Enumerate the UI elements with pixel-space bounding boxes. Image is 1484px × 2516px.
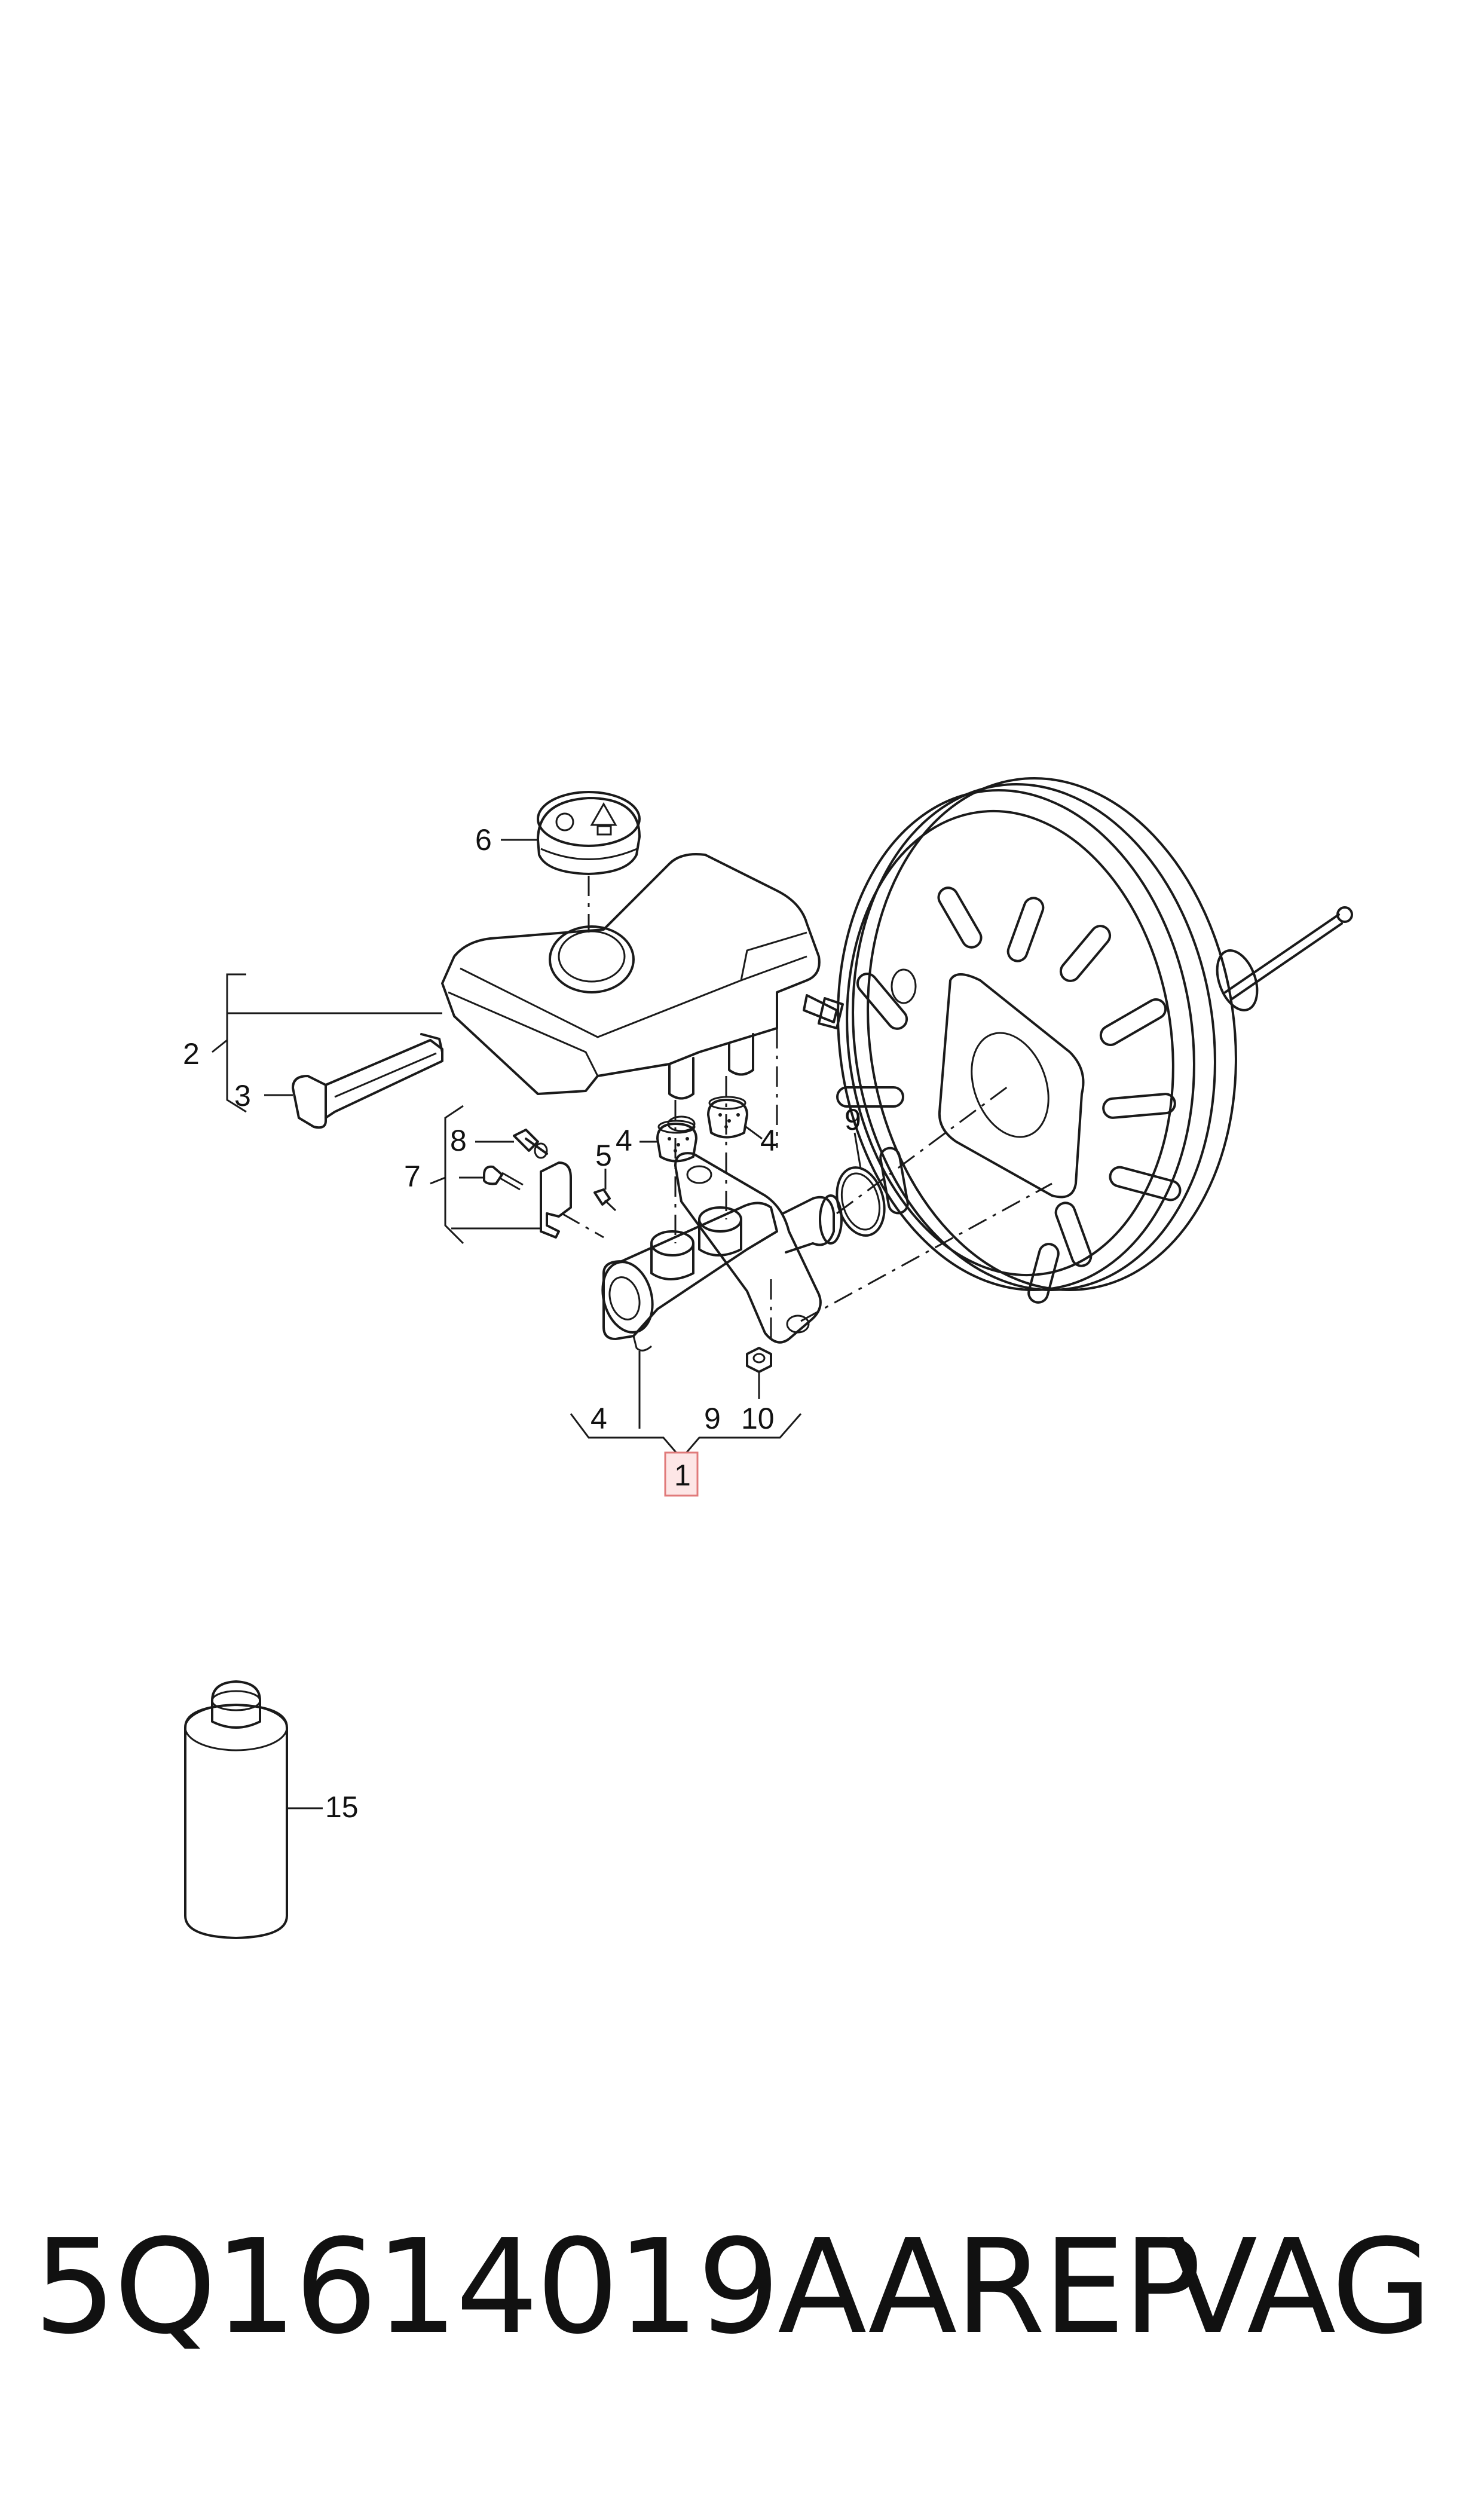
fluid-level-sensor [292,1033,443,1129]
bolt [483,1165,524,1191]
brake-fluid-icon [555,812,612,836]
callout-3[interactable]: 3 [234,1079,251,1112]
callout-2[interactable]: 2 [183,1037,200,1071]
brand-label: VAG [1168,2212,1432,2363]
callout-labels: 1 2 3 4 4 4 5 6 7 8 9 9 10 15 [183,823,861,1824]
reservoir-cap [537,791,641,875]
bolt [593,1188,617,1212]
assembly-lines [561,876,1052,1345]
selected-part-highlight [664,1451,699,1497]
callout-4-left[interactable]: 4 [616,1124,632,1157]
part-number-label: 5Q1614019AAREP [33,2212,1201,2363]
callout-6[interactable]: 6 [475,823,492,857]
callout-5[interactable]: 5 [595,1139,612,1172]
hex-nut [746,1347,772,1373]
sensor-bracket [540,1161,572,1239]
brake-master-cylinder [601,1152,843,1352]
callout-15[interactable]: 15 [325,1790,359,1824]
booster-ribs [836,886,1182,1304]
brake-booster [836,777,1353,1304]
pressure-switch [513,1129,548,1159]
callout-9-bottom[interactable]: 9 [704,1402,721,1435]
seal-grommet-right [707,1096,748,1139]
callout-1[interactable]: 1 [674,1459,691,1492]
callout-9-right[interactable]: 9 [844,1103,861,1136]
leader-lines [212,839,862,1809]
callout-7[interactable]: 7 [404,1160,421,1193]
seal-ring [836,1166,886,1237]
callout-4-right[interactable]: 4 [760,1124,777,1157]
brake-fluid-reservoir [441,853,844,1132]
callout-10[interactable]: 10 [741,1402,775,1435]
seal-grommet-left [656,1120,697,1163]
callout-4-bottom[interactable]: 4 [590,1402,607,1435]
brake-fluid-bottle [184,1680,288,1939]
warning-triangle-icon [590,802,617,826]
callout-8[interactable]: 8 [450,1124,467,1157]
